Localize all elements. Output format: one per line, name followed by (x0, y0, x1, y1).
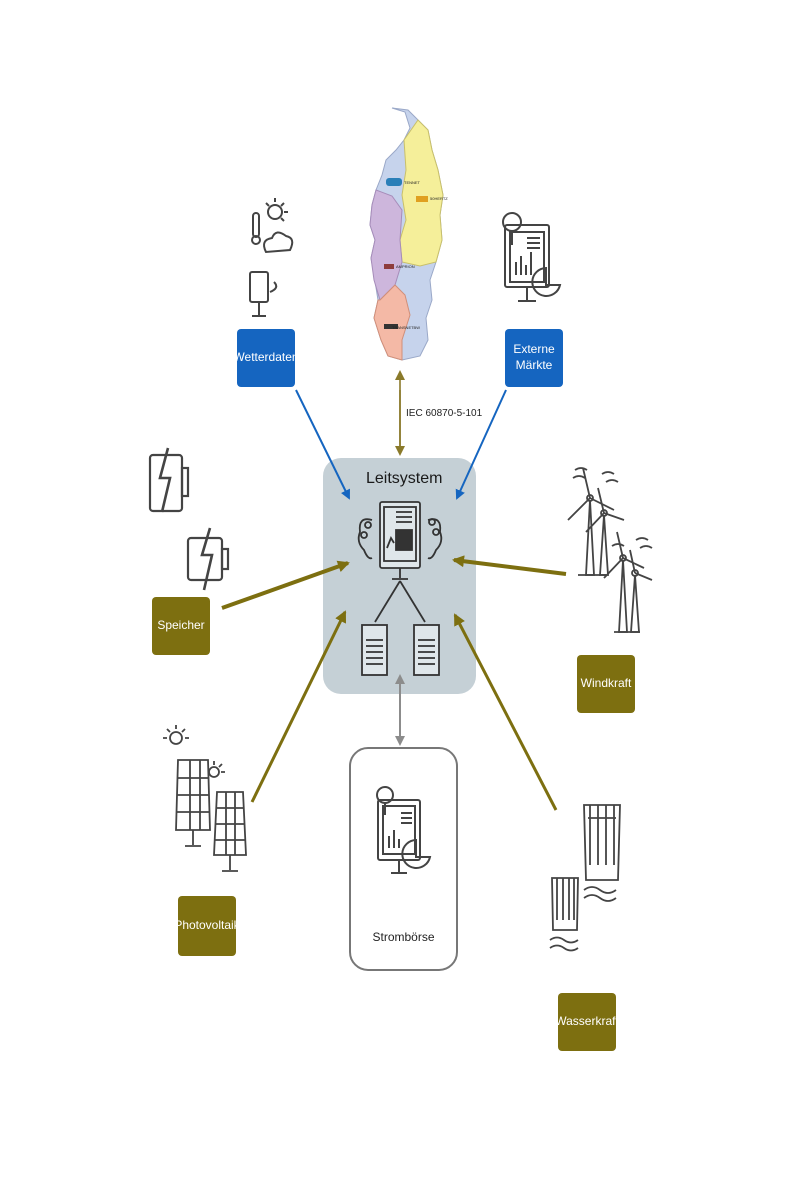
node-photovoltaik: Photovoltaik (174, 896, 240, 956)
node-windkraft-label: Windkraft (580, 676, 632, 691)
node-speicher-label: Speicher (157, 618, 205, 633)
stromboerse-label: Strombörse (372, 930, 435, 944)
control-monitor-icon (357, 501, 443, 580)
node-speicher: Speicher (152, 597, 210, 655)
arrow-wetterdaten-to-leitsystem (295, 389, 350, 500)
arrow-windkraft-to-leitsystem (452, 555, 567, 576)
hydro-dam-icon (549, 804, 621, 952)
germany-map-icon (369, 107, 444, 361)
map-operator-label: TENNET (404, 180, 421, 185)
weather-icon (249, 198, 294, 317)
arrow-speicher-to-leitsystem (221, 560, 350, 610)
solar-panel-icon (163, 725, 247, 872)
wind-turbine-icon (567, 467, 653, 633)
node-photovoltaik-label: Photovoltaik (174, 918, 240, 933)
map-operator-label: AMPRION (396, 264, 415, 269)
arrow-maerkte-to-leitsystem (455, 389, 507, 500)
protocol-label: IEC 60870-5-101 (406, 408, 483, 419)
node-externe-maerkte-label-line1: Externe (513, 342, 555, 357)
map-operator-label: TRANSNETBW (392, 325, 420, 330)
stromboerse-market-icon (376, 786, 432, 874)
arrow-wasserkraft-to-leitsystem (453, 613, 558, 811)
battery-icon (148, 447, 230, 591)
node-externe-maerkte: Externe Märkte (505, 329, 563, 387)
server-icon (361, 580, 440, 676)
market-analysis-icon (502, 212, 562, 302)
node-windkraft: Windkraft (577, 655, 635, 713)
node-wasserkraft: Wasserkraft (555, 993, 619, 1051)
node-externe-maerkte-label-line2: Märkte (515, 358, 553, 372)
node-wasserkraft-label: Wasserkraft (555, 1014, 619, 1029)
map-operator-label: 50HERTZ (430, 196, 448, 201)
leitsystem-title: Leitsystem (366, 470, 443, 487)
node-wetterdaten-label: Wetterdaten (233, 350, 299, 365)
arrow-photovoltaik-to-leitsystem (250, 610, 347, 803)
node-wetterdaten: Wetterdaten (233, 329, 299, 387)
